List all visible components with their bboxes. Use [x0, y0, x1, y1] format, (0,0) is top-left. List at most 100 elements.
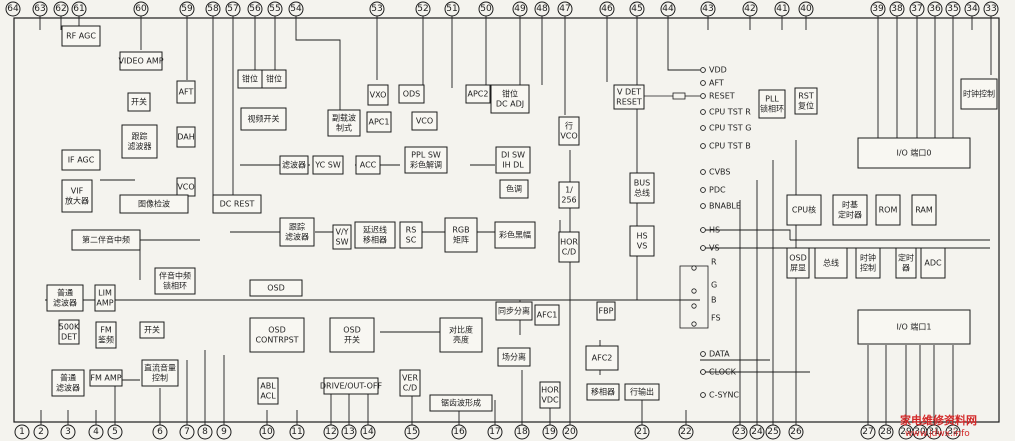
pin-top-label: 38: [891, 4, 903, 14]
bus-mid-block-label: 总线: [823, 258, 839, 268]
pin-bottom: [14, 424, 30, 440]
v-det-reset-block-label: V DET: [617, 88, 641, 97]
subcarrier-block-label: 制式: [336, 123, 352, 133]
fm-amp-block: FM AMP: [89, 369, 123, 387]
aft-block: AFT: [176, 80, 196, 104]
bus-mid-block-frame: [814, 247, 848, 279]
timer-2-block-label: 定时: [898, 253, 914, 263]
dah-block-label: DAH: [177, 133, 195, 142]
pin-bottom-label: 11: [291, 427, 302, 437]
ppl-sw-block-frame: [404, 146, 448, 174]
rst-block-label: RST: [798, 92, 814, 101]
sync-separator-block-frame: [495, 301, 533, 321]
filter-block-frame: [279, 155, 309, 175]
pin-bottom-label: 3: [65, 427, 71, 437]
ods-block: ODS: [398, 84, 425, 104]
normal-filter-2-block-label: 普通: [60, 373, 76, 383]
sound-if-pll-block-frame: [154, 267, 196, 295]
aft-block-frame: [176, 80, 196, 104]
sync-separator-block-label: 同步分离: [498, 306, 530, 316]
afc2-block: AFC2: [585, 345, 619, 371]
pin-top-label: 39: [872, 4, 884, 14]
dc-rest-block: DC REST: [212, 194, 262, 214]
hue-block-frame: [499, 179, 529, 199]
adc-block-frame: [920, 247, 946, 279]
v-separator-block-label: 场分离: [502, 352, 526, 362]
lim-amp-block-label: LIM: [98, 289, 112, 298]
rs-sc-block-label: SC: [406, 236, 417, 245]
clk-control-block-label: 控制: [860, 263, 876, 273]
signal-bnable-terminal: [700, 203, 706, 209]
signal-clock-label: CLOCK: [709, 368, 737, 377]
signal-pdc-terminal: [700, 187, 706, 193]
signal-csync-terminal: [700, 392, 706, 398]
signal-csync-label: C-SYNC: [709, 391, 739, 400]
bus-mid-block: 总线: [814, 247, 848, 279]
ppl-sw-block-label: PPL SW: [411, 151, 441, 160]
signal-data-terminal: [700, 351, 706, 357]
vif-amp-block-label: VIF: [71, 187, 84, 196]
abl-acl-block-label: ABL: [260, 382, 276, 391]
pin-bottom-label: 31: [928, 427, 939, 437]
rgb-matrix-block-label: 矩阵: [453, 235, 469, 245]
vco-mid-block-frame: [411, 111, 438, 131]
pll-block-label: PLL: [765, 95, 779, 104]
video-switch-block-label: 视频开关: [248, 114, 280, 124]
hs-vs-block-label: HS: [636, 232, 647, 241]
fm-detect-block-label: 鉴频: [98, 335, 114, 345]
clamp-block-1-label: 钳位: [242, 74, 258, 84]
vy-sw-block: V/YSW: [332, 224, 352, 250]
hor-vdc-block-label: VDC: [541, 396, 559, 405]
hor-cd-block-frame: [558, 231, 580, 263]
pin-top: [5, 1, 21, 17]
vco-left-block-label: VCO: [177, 183, 194, 192]
vco-mid-block: VCO: [411, 111, 438, 131]
if-agc-block-label: IF AGC: [68, 156, 95, 165]
pin-bottom-label: 25: [767, 427, 778, 437]
color-diff-block-frame: [494, 221, 536, 249]
signal-reset-label: RESET: [709, 92, 735, 101]
pin-top-label: 51: [446, 4, 457, 14]
det-500k-block-label: 500K: [59, 323, 80, 332]
yc-sw-block: YC SW: [312, 155, 344, 175]
sync-separator-block: 同步分离: [495, 301, 533, 321]
h-vco-block-label: 行: [565, 121, 573, 131]
h-output-block-frame: [624, 383, 660, 401]
pin-bottom-label: 20: [564, 427, 576, 437]
clock-control-block-label: 时钟控制: [963, 89, 995, 99]
vco-left-block: VCO: [176, 177, 196, 197]
pin-top-label: 46: [601, 4, 613, 14]
ver-cd-block-frame: [399, 369, 421, 397]
pin-top-label: 59: [181, 4, 193, 14]
rom-block: ROM: [875, 194, 901, 226]
lim-amp-block-frame: [94, 284, 116, 312]
pin-top-label: 49: [514, 4, 526, 14]
ram-block-frame: [911, 194, 937, 226]
yc-sw-block-label: YC SW: [314, 161, 341, 170]
osd-screen-block-frame: [786, 247, 810, 279]
pin-bottom-label: 17: [489, 427, 500, 437]
video-amp-block-label: VIDEO AMP: [118, 57, 163, 66]
delay-line-block-label: 延迟线: [363, 225, 387, 235]
pin-bottom-label: 18: [516, 427, 528, 437]
dah-block-frame: [176, 126, 196, 148]
osd-block-label: OSD: [267, 284, 285, 293]
signal-cpu-tst-g-terminal: [700, 125, 706, 131]
signal-bnable-label: BNABLE: [709, 202, 741, 211]
fbp-block: FBP: [596, 301, 616, 321]
h-output-block-label: 行输出: [630, 387, 654, 397]
pin-bottom-label: 12: [325, 427, 336, 437]
pin-top-label: 61: [73, 4, 84, 14]
pin-bottom-label: 7: [184, 427, 190, 437]
aft-block-label: AFT: [179, 88, 194, 97]
audio-switch-block: 开关: [139, 321, 165, 339]
